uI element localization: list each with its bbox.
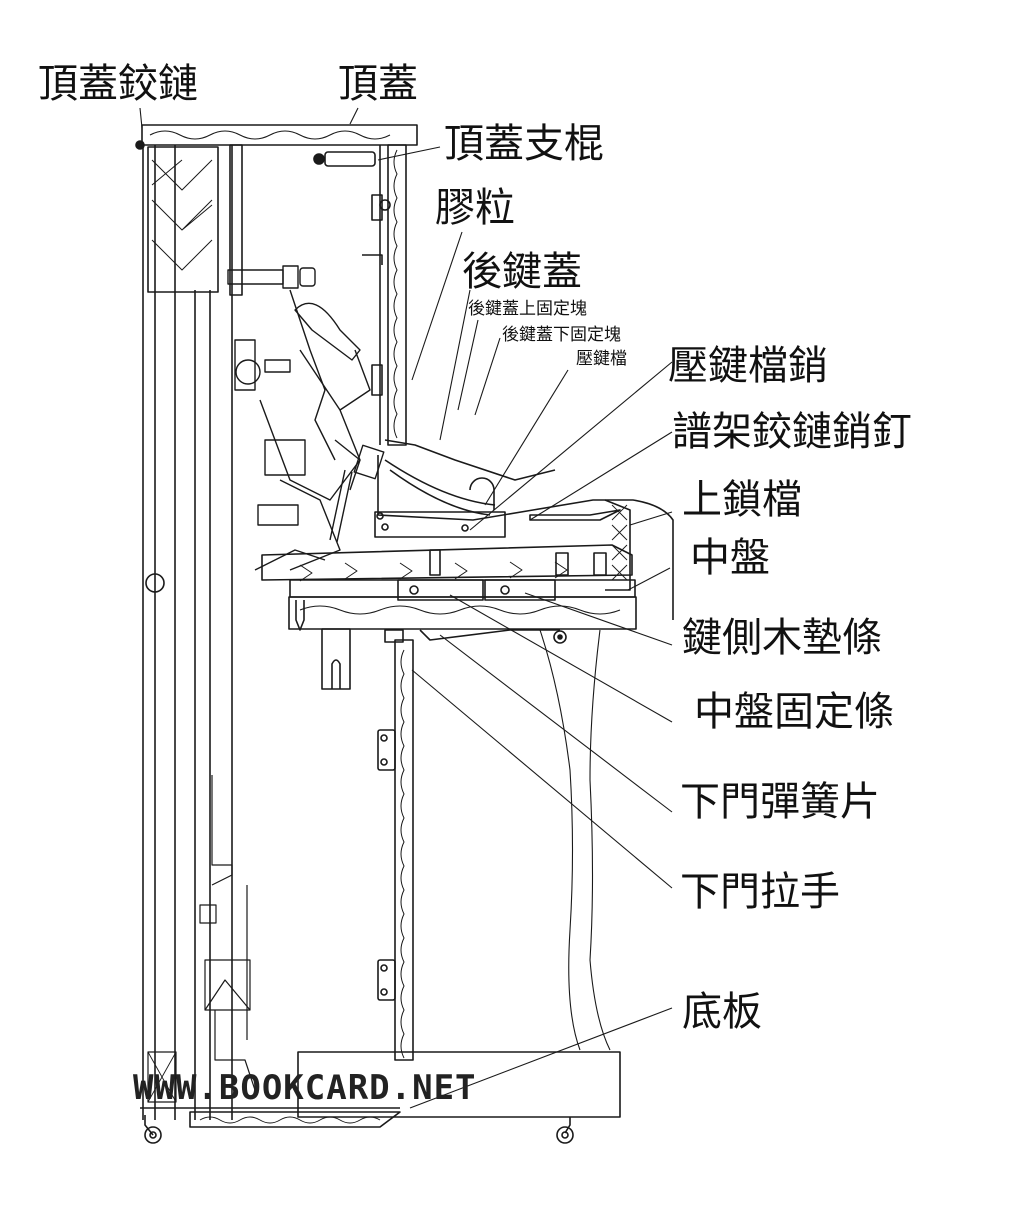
- label-key-slip-pin: 壓鍵檔銷: [668, 343, 828, 389]
- leg-curves: [539, 629, 611, 1051]
- lid-prop-shape: [313, 151, 376, 167]
- label-top-lid-prop: 頂蓋支棍: [444, 121, 604, 167]
- label-bottom-board: 底板: [682, 989, 762, 1035]
- label-lower-door-handle: 下門拉手: [680, 869, 840, 915]
- keybed-shape: [288, 579, 637, 690]
- leader-lines: [139, 107, 673, 1109]
- label-rear-key-cover-lower-block: 後鍵蓋下固定塊: [502, 325, 621, 345]
- label-top-lid-hinge: 頂蓋鉸鏈: [38, 61, 198, 107]
- lower-front-panel: [377, 629, 414, 1061]
- top-lid-shape: [141, 124, 418, 146]
- caster-left: [144, 1115, 162, 1144]
- fallboard-and-desk: [374, 439, 674, 620]
- upper-front-panel: [362, 144, 407, 446]
- back-frame: [142, 144, 243, 1120]
- label-key-slip: 壓鍵檔: [576, 349, 627, 369]
- label-key-side-wood-strip: 鍵側木墊條: [682, 615, 882, 661]
- label-keybed: 中盤: [690, 535, 770, 581]
- lower-back-details: [147, 775, 256, 1103]
- label-rear-key-cover-upper-block: 後鍵蓋上固定塊: [468, 299, 587, 319]
- label-keybed-fixing-strip: 中盤固定條: [694, 689, 894, 735]
- label-upper-lock-rail: 上鎖檔: [682, 477, 802, 523]
- label-rubber-bumper: 膠粒: [435, 185, 515, 231]
- keys: [261, 544, 633, 582]
- watermark: WWW.BOOKCARD.NET: [133, 1068, 477, 1108]
- bottom-board-shape: [140, 1051, 621, 1128]
- hinge-pin: [135, 140, 145, 150]
- label-rear-key-cover: 後鍵蓋: [462, 249, 582, 295]
- action-assembly: [227, 265, 385, 571]
- label-music-desk-hinge-pin: 譜架鉸鏈銷釘: [672, 409, 912, 455]
- label-top-lid: 頂蓋: [338, 61, 418, 107]
- caster-right: [556, 1117, 574, 1144]
- label-lower-door-spring: 下門彈簧片: [680, 779, 880, 825]
